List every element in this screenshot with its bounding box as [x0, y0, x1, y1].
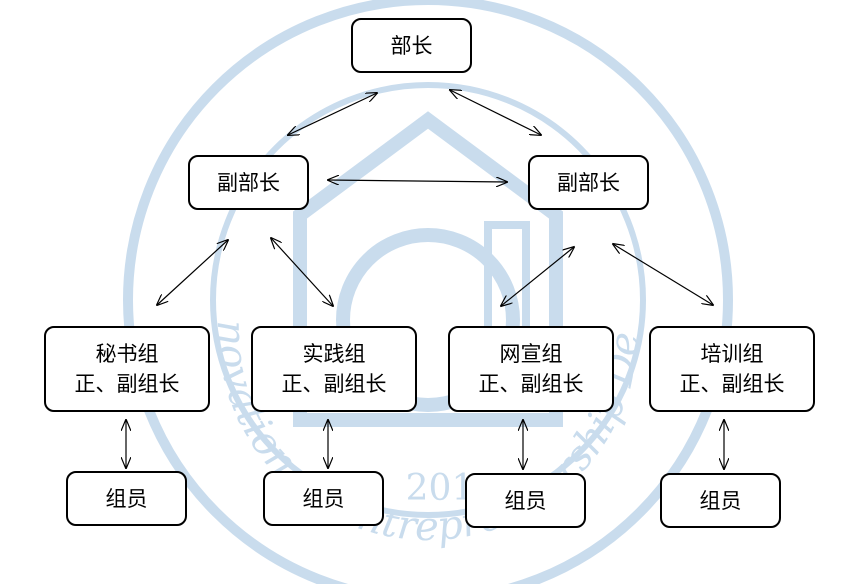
- arrow-deputy-right-training: [613, 244, 713, 305]
- node-publicity: 网宣组 正、副组长: [448, 326, 614, 412]
- node-training: 培训组 正、副组长: [649, 326, 815, 412]
- node-member-4: 组员: [660, 473, 781, 528]
- node-secretariat-leaders: 正、副组长: [74, 372, 180, 396]
- node-member-1-label: 组员: [105, 486, 148, 511]
- node-member-4-label: 组员: [699, 488, 742, 513]
- node-publicity-leaders: 正、副组长: [478, 372, 584, 396]
- node-training-name: 培训组: [700, 342, 764, 366]
- arrow-minister-deputy-right: [450, 90, 541, 135]
- node-minister: 部长: [351, 18, 472, 73]
- node-member-3: 组员: [465, 473, 586, 528]
- seal-outer-ring: [123, 0, 733, 584]
- arrow-deputy-right-publicity: [501, 247, 574, 306]
- node-practice-leaders: 正、副组长: [281, 372, 387, 396]
- seal-year: 201: [406, 468, 475, 509]
- node-publicity-name: 网宣组: [499, 342, 563, 366]
- node-member-3-label: 组员: [504, 488, 547, 513]
- arrow-minister-deputy-left: [288, 93, 377, 135]
- node-deputy-left-label: 副部长: [217, 170, 280, 195]
- arrow-deputy-left-deputy-right: [328, 180, 507, 182]
- node-member-2-label: 组员: [302, 486, 345, 511]
- node-minister-label: 部长: [390, 33, 433, 58]
- node-member-2: 组员: [263, 471, 384, 526]
- node-practice: 实践组 正、副组长: [251, 326, 417, 412]
- node-training-leaders: 正、副组长: [679, 372, 785, 396]
- arrow-deputy-left-secretariat: [157, 240, 228, 305]
- node-secretariat-name: 秘书组: [95, 342, 159, 366]
- node-deputy-right: 副部长: [528, 155, 649, 210]
- node-practice-name: 实践组: [302, 342, 366, 366]
- node-member-1: 组员: [66, 471, 187, 526]
- node-deputy-left: 副部长: [188, 155, 309, 210]
- arrow-deputy-left-practice: [271, 238, 333, 306]
- seal-center-ring: [336, 228, 520, 412]
- node-secretariat: 秘书组 正、副组长: [44, 326, 210, 412]
- node-deputy-right-label: 副部长: [557, 170, 620, 195]
